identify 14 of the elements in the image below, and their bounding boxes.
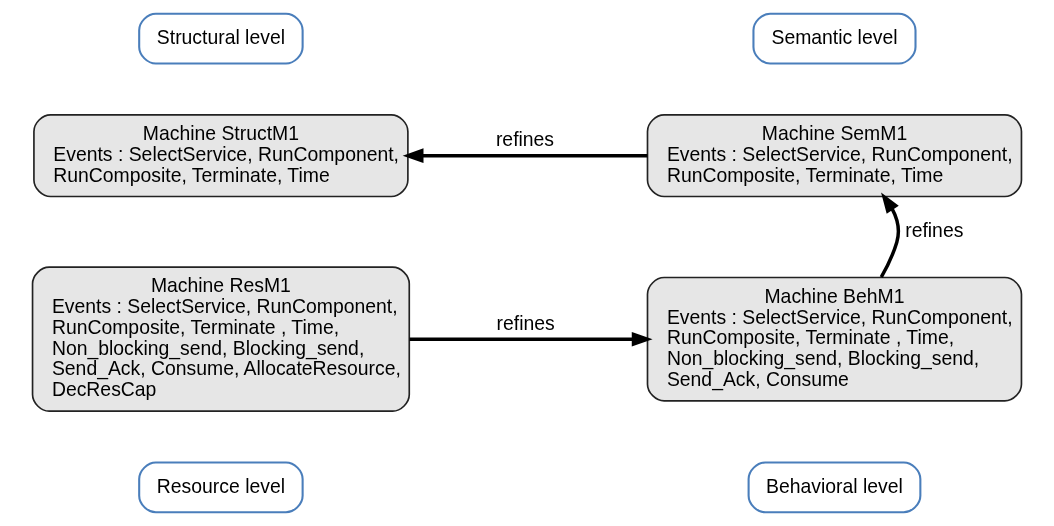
node-box: Machine SemM1 Events : SelectService, RunComponent, RunComposite, Terminate, Time bbox=[646, 113, 1023, 198]
edge-label: refines bbox=[496, 311, 555, 334]
arrow bbox=[402, 148, 648, 163]
node-box: Resource level bbox=[138, 461, 304, 514]
node-box: Structural level bbox=[138, 12, 304, 65]
node-box: Semantic level bbox=[752, 12, 917, 65]
arrow bbox=[409, 331, 653, 347]
node-box: Machine StructM1 Events : SelectService, RunComponent, RunComposite, Terminate, Time bbox=[33, 113, 409, 198]
arrow bbox=[879, 192, 901, 278]
node-box: Machine BehM1 Events : SelectService, RunComponent, RunComposite, Terminate , Time, Non_blocking_send, Blocking_send, Send_Ack, Consume bbox=[646, 276, 1023, 402]
edge-label: refines bbox=[495, 128, 555, 151]
edge-label: refines bbox=[905, 218, 964, 241]
node-box: Behavioral level bbox=[747, 461, 922, 514]
node-box: Machine ResM1 Events : SelectService, RunComponent, RunComposite, Terminate , Time, Non_blocking_send, Blocking_send, Send_Ack, Consume, AllocateResource, DecResCap bbox=[31, 266, 411, 413]
